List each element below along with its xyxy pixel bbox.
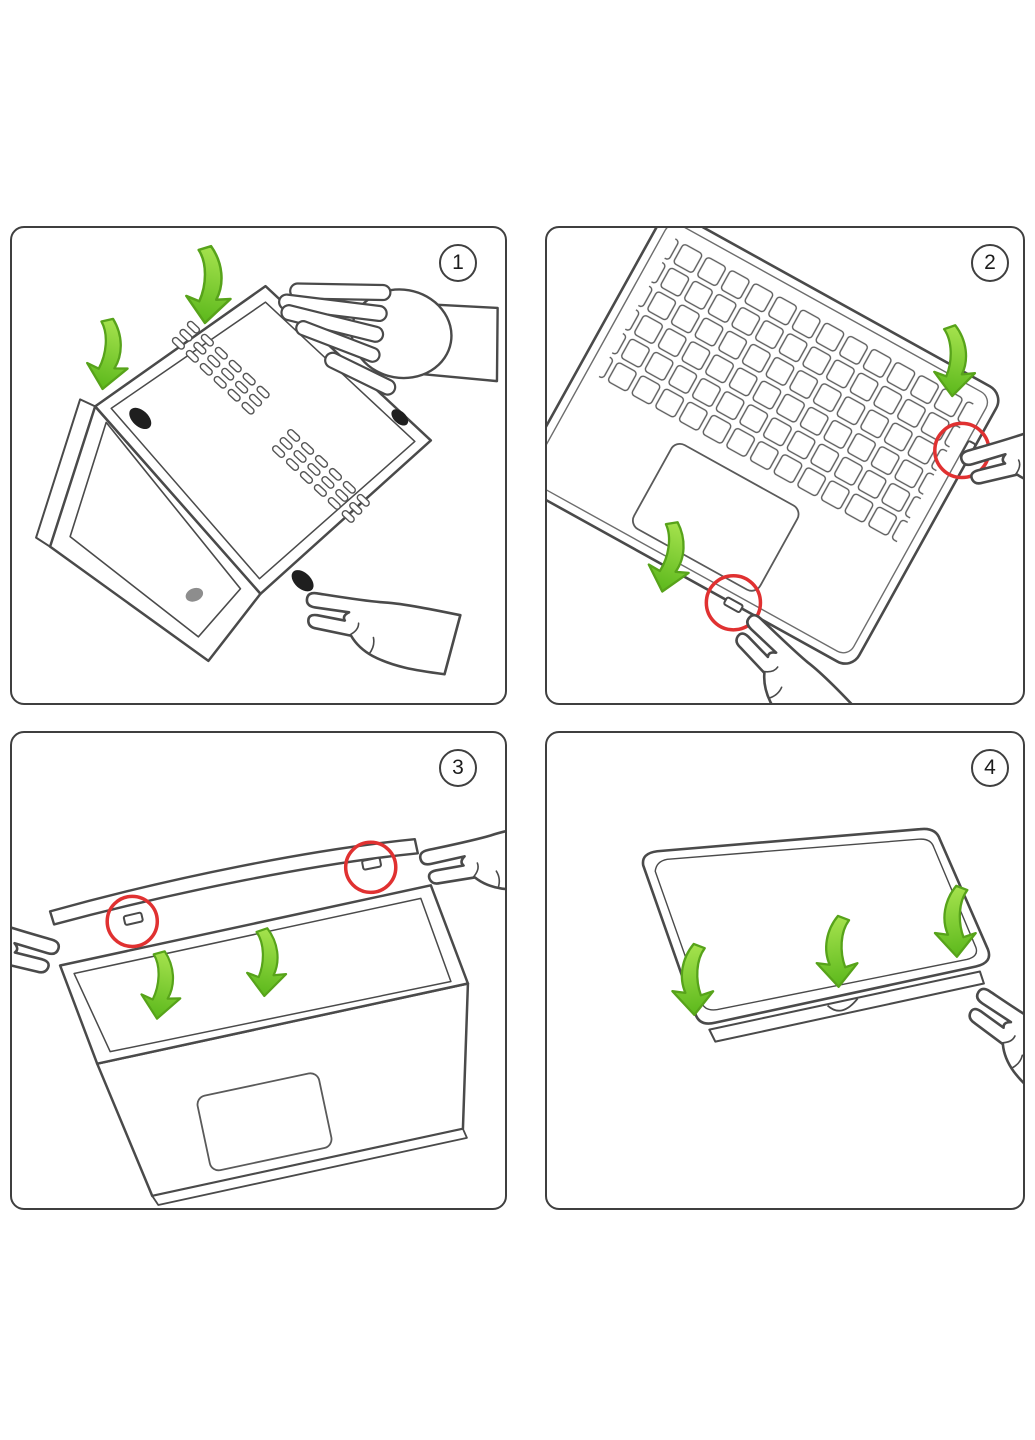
hand-illustration [950,972,1023,1123]
step-number-badge: 3 [439,749,477,787]
step-2-panel: 2 [545,226,1025,705]
step-number-badge: 4 [971,749,1009,787]
step-2-illustration [547,228,1023,703]
step-number-badge: 1 [439,244,477,282]
keyboard [597,236,975,544]
step-1-illustration [35,242,505,680]
rubber-feet [129,407,409,592]
screen-face [69,421,242,638]
red-circle-highlight [105,894,160,949]
step-1-panel: 1 [10,226,507,705]
lid-inner-line [654,838,978,1011]
step-4-panel: 4 [545,731,1025,1210]
thumb-notch [826,997,859,1012]
step-3-panel: 3 [10,731,507,1210]
red-circle-highlight [343,840,398,895]
base-edge [708,970,985,1043]
closed-laptop [641,827,991,1043]
case-cover [48,838,420,926]
step-4-illustration [641,827,1023,1123]
hand-illustration [294,574,462,680]
laptop-base [547,228,1000,665]
base-front-edge [151,1127,468,1206]
trackpad [196,1072,333,1172]
red-circle-highlight [704,573,763,632]
lid-top [641,827,991,1025]
open-laptop [58,884,470,1206]
trackpad [631,442,800,592]
clip-tab [122,911,144,926]
step-3-illustration [12,817,505,1206]
step-number-badge: 2 [971,244,1009,282]
apple-logo-dot [185,587,204,602]
clip-tab [723,596,744,613]
clip-tab [361,856,382,871]
